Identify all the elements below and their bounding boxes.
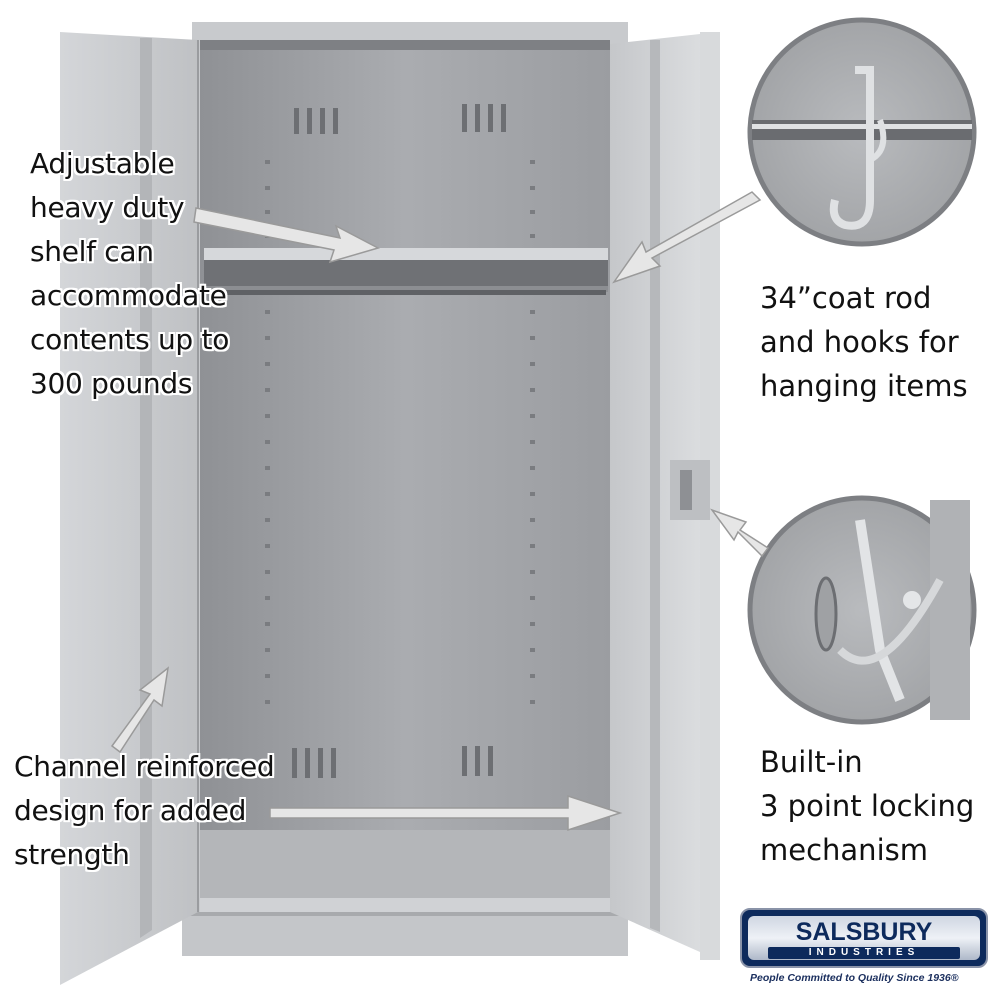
salsbury-logo: SALSBURY INDUSTRIES xyxy=(740,908,988,968)
callout-arrows xyxy=(110,191,770,832)
strength-arrow xyxy=(269,794,623,832)
channel-callout: Channel reinforced design for added stre… xyxy=(14,750,275,871)
coat-hook-detail xyxy=(747,17,977,247)
coat-rod-callout: 34”coat rod and hooks for hanging items xyxy=(760,281,968,403)
locking-mechanism-callout: Built-in 3 point locking mechanism xyxy=(760,745,975,867)
right-door xyxy=(610,32,720,960)
cabinet-body xyxy=(182,22,628,956)
lock-arrow xyxy=(709,508,770,558)
logo-name: SALSBURY xyxy=(795,918,933,946)
coat-rod xyxy=(210,290,606,295)
coat-rod-arrow xyxy=(612,191,762,284)
shelf-adjustment-slots xyxy=(265,160,535,704)
logo-subname: INDUSTRIES xyxy=(768,947,960,959)
channel-arrow xyxy=(110,666,170,754)
shelf-arrow xyxy=(193,207,380,264)
shelf-callout: Adjustable heavy duty shelf can accommod… xyxy=(30,147,230,400)
logo-tagline: People Committed to Quality Since 1936® xyxy=(750,972,959,984)
locking-mechanism-detail xyxy=(747,495,977,725)
shelf xyxy=(204,248,608,260)
